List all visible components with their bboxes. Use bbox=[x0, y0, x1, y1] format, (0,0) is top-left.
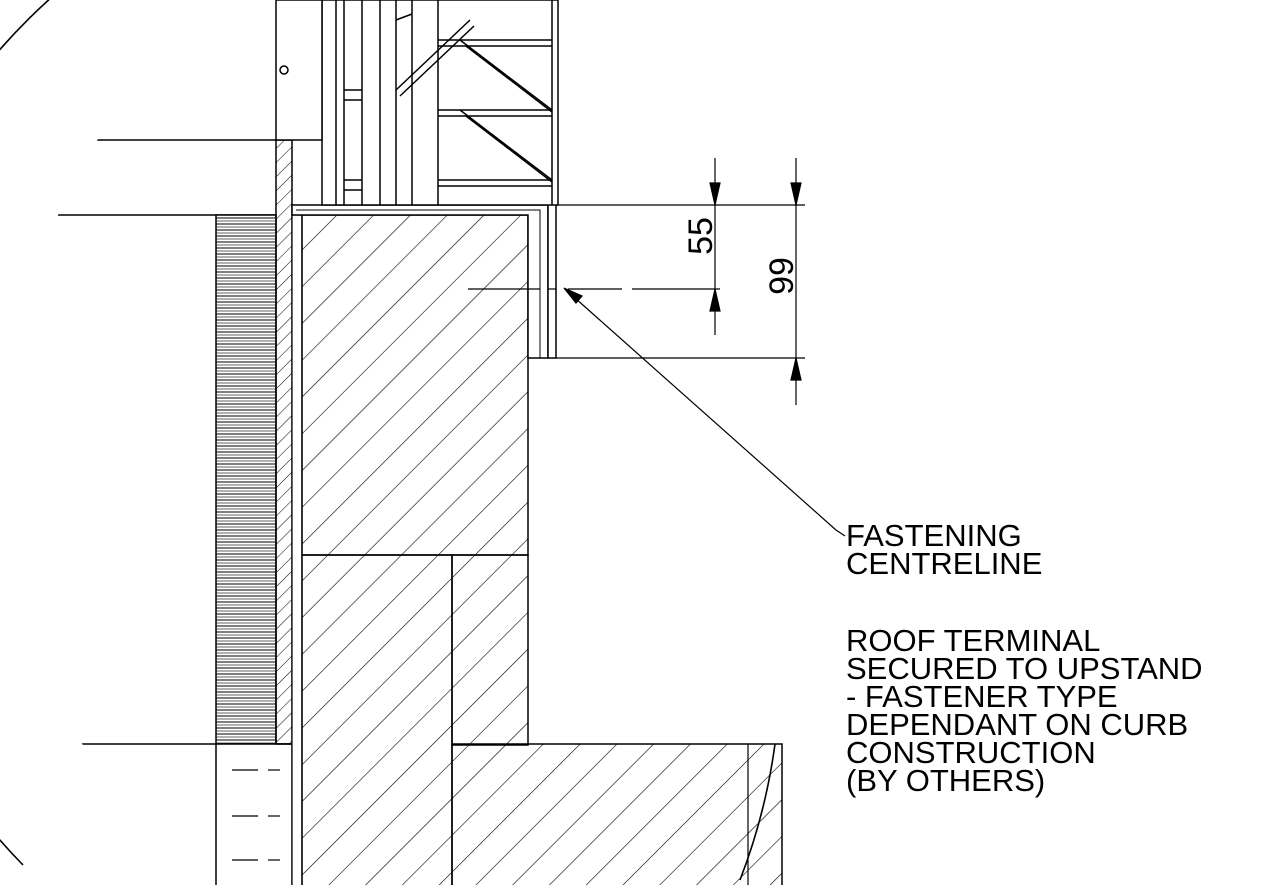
fastening-note-line-2: CENTRELINE bbox=[846, 546, 1043, 581]
roof-terminal-note-line-6: (BY OTHERS) bbox=[846, 763, 1046, 798]
fixing-hole bbox=[279, 65, 289, 75]
flashing-inner bbox=[296, 209, 541, 358]
flashing-leg bbox=[547, 199, 557, 359]
roof-terminal-note-line-1: ROOF TERMINAL bbox=[846, 623, 1101, 658]
timber-side-block bbox=[451, 554, 529, 746]
lower-wall-dashes bbox=[232, 769, 280, 861]
dimension-55: 55 bbox=[682, 217, 720, 255]
detail-content bbox=[8, 0, 783, 885]
detail-circle-lower bbox=[739, 743, 776, 881]
terminal-body bbox=[321, 0, 559, 206]
upstand-cladding bbox=[275, 139, 293, 745]
leader-line bbox=[563, 287, 846, 537]
terminal-channels bbox=[335, 0, 553, 205]
dimension-lines bbox=[556, 158, 805, 405]
roof-slab bbox=[451, 743, 783, 885]
fastening-note: FASTENING CENTRELINE bbox=[846, 518, 1043, 581]
dimension-99: 99 bbox=[763, 257, 801, 295]
roof-terminal-note: ROOF TERMINAL SECURED TO UPSTAND - FASTE… bbox=[846, 623, 1203, 798]
membrane-strip bbox=[291, 214, 303, 885]
insulation-layer bbox=[215, 214, 277, 745]
terminal-left-frame bbox=[275, 0, 323, 141]
roof-terminal-note-line-4: DEPENDANT ON CURB bbox=[846, 707, 1189, 742]
lower-wall bbox=[215, 743, 293, 885]
timber-curb bbox=[301, 214, 529, 556]
roof-terminal-note-line-5: CONSTRUCTION bbox=[846, 735, 1096, 770]
timber-lower-block bbox=[301, 554, 453, 885]
louvre-blades bbox=[395, 13, 553, 187]
roof-terminal-note-line-3: - FASTENER TYPE bbox=[846, 679, 1118, 714]
fastening-note-line-1: FASTENING bbox=[846, 518, 1022, 553]
roof-terminal-note-line-2: SECURED TO UPSTAND bbox=[846, 651, 1203, 686]
